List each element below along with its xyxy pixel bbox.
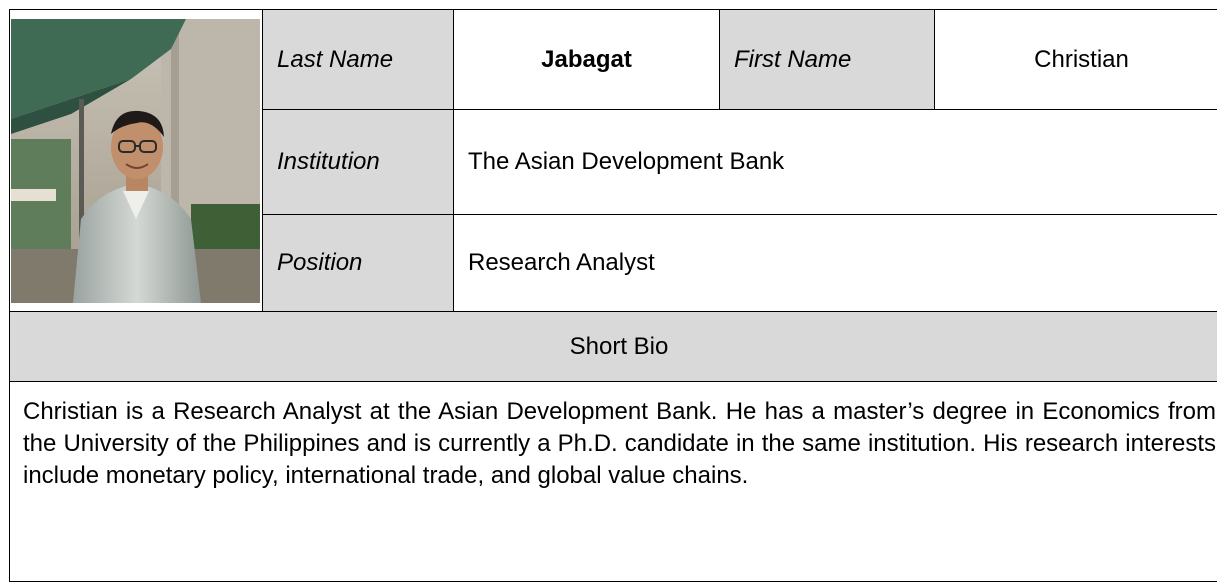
- bio-text-row: Christian is a Research Analyst at the A…: [10, 382, 1217, 582]
- profile-photo-cell: [10, 10, 263, 312]
- position-label: Position: [263, 215, 454, 312]
- last-name-value: Jabagat: [454, 10, 720, 110]
- institution-label: Institution: [263, 110, 454, 215]
- last-name-label: Last Name: [263, 10, 454, 110]
- name-row: Last Name Jabagat First Name Christian: [10, 10, 1217, 110]
- profile-table: Last Name Jabagat First Name Christian I…: [9, 9, 1217, 582]
- bio-text: Christian is a Research Analyst at the A…: [10, 382, 1217, 582]
- first-name-label: First Name: [720, 10, 935, 110]
- bio-heading: Short Bio: [10, 312, 1217, 382]
- bio-heading-row: Short Bio: [10, 312, 1217, 382]
- profile-photo: [11, 19, 260, 303]
- institution-value: The Asian Development Bank: [454, 110, 1217, 215]
- first-name-value: Christian: [935, 10, 1217, 110]
- position-value: Research Analyst: [454, 215, 1217, 312]
